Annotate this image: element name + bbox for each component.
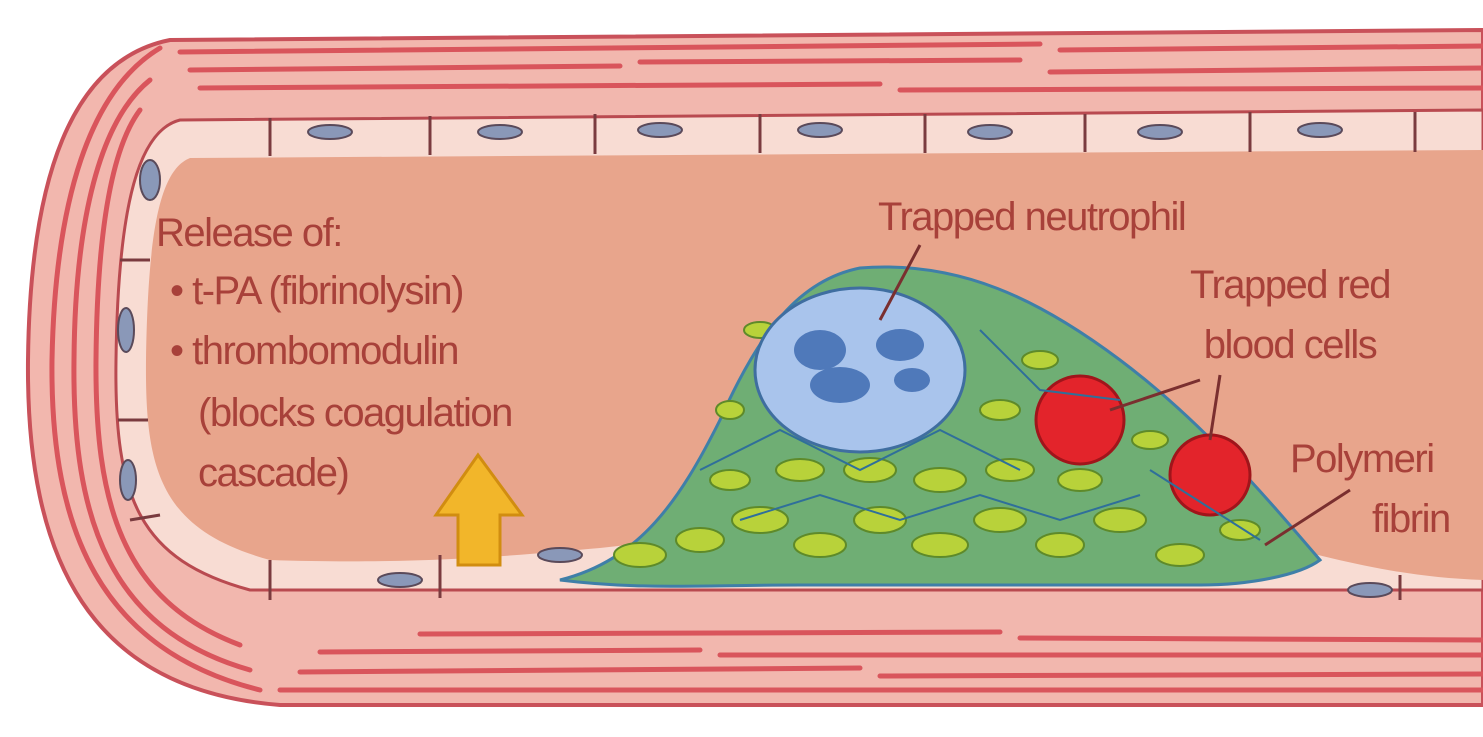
- release-heading: Release of:: [156, 210, 342, 256]
- label-trapped-neutrophil: Trapped neutrophil: [878, 194, 1185, 240]
- label-polymerized-fibrin-line2: fibrin: [1372, 496, 1450, 542]
- release-item-thrombomodulin: thrombomodulin: [170, 328, 458, 374]
- neutrophil: [755, 288, 965, 452]
- release-note-line2: cascade): [198, 450, 348, 496]
- release-note-line1: (blocks coagulation: [198, 390, 512, 436]
- label-polymerized-fibrin-line1: Polymeri: [1290, 436, 1434, 482]
- release-item-tpa: t-PA (fibrinolysin): [170, 268, 463, 314]
- label-trapped-rbc-line2: blood cells: [1145, 322, 1435, 368]
- red-blood-cell: [1036, 376, 1124, 464]
- label-trapped-rbc-line1: Trapped red: [1145, 262, 1435, 308]
- red-blood-cell: [1170, 435, 1250, 515]
